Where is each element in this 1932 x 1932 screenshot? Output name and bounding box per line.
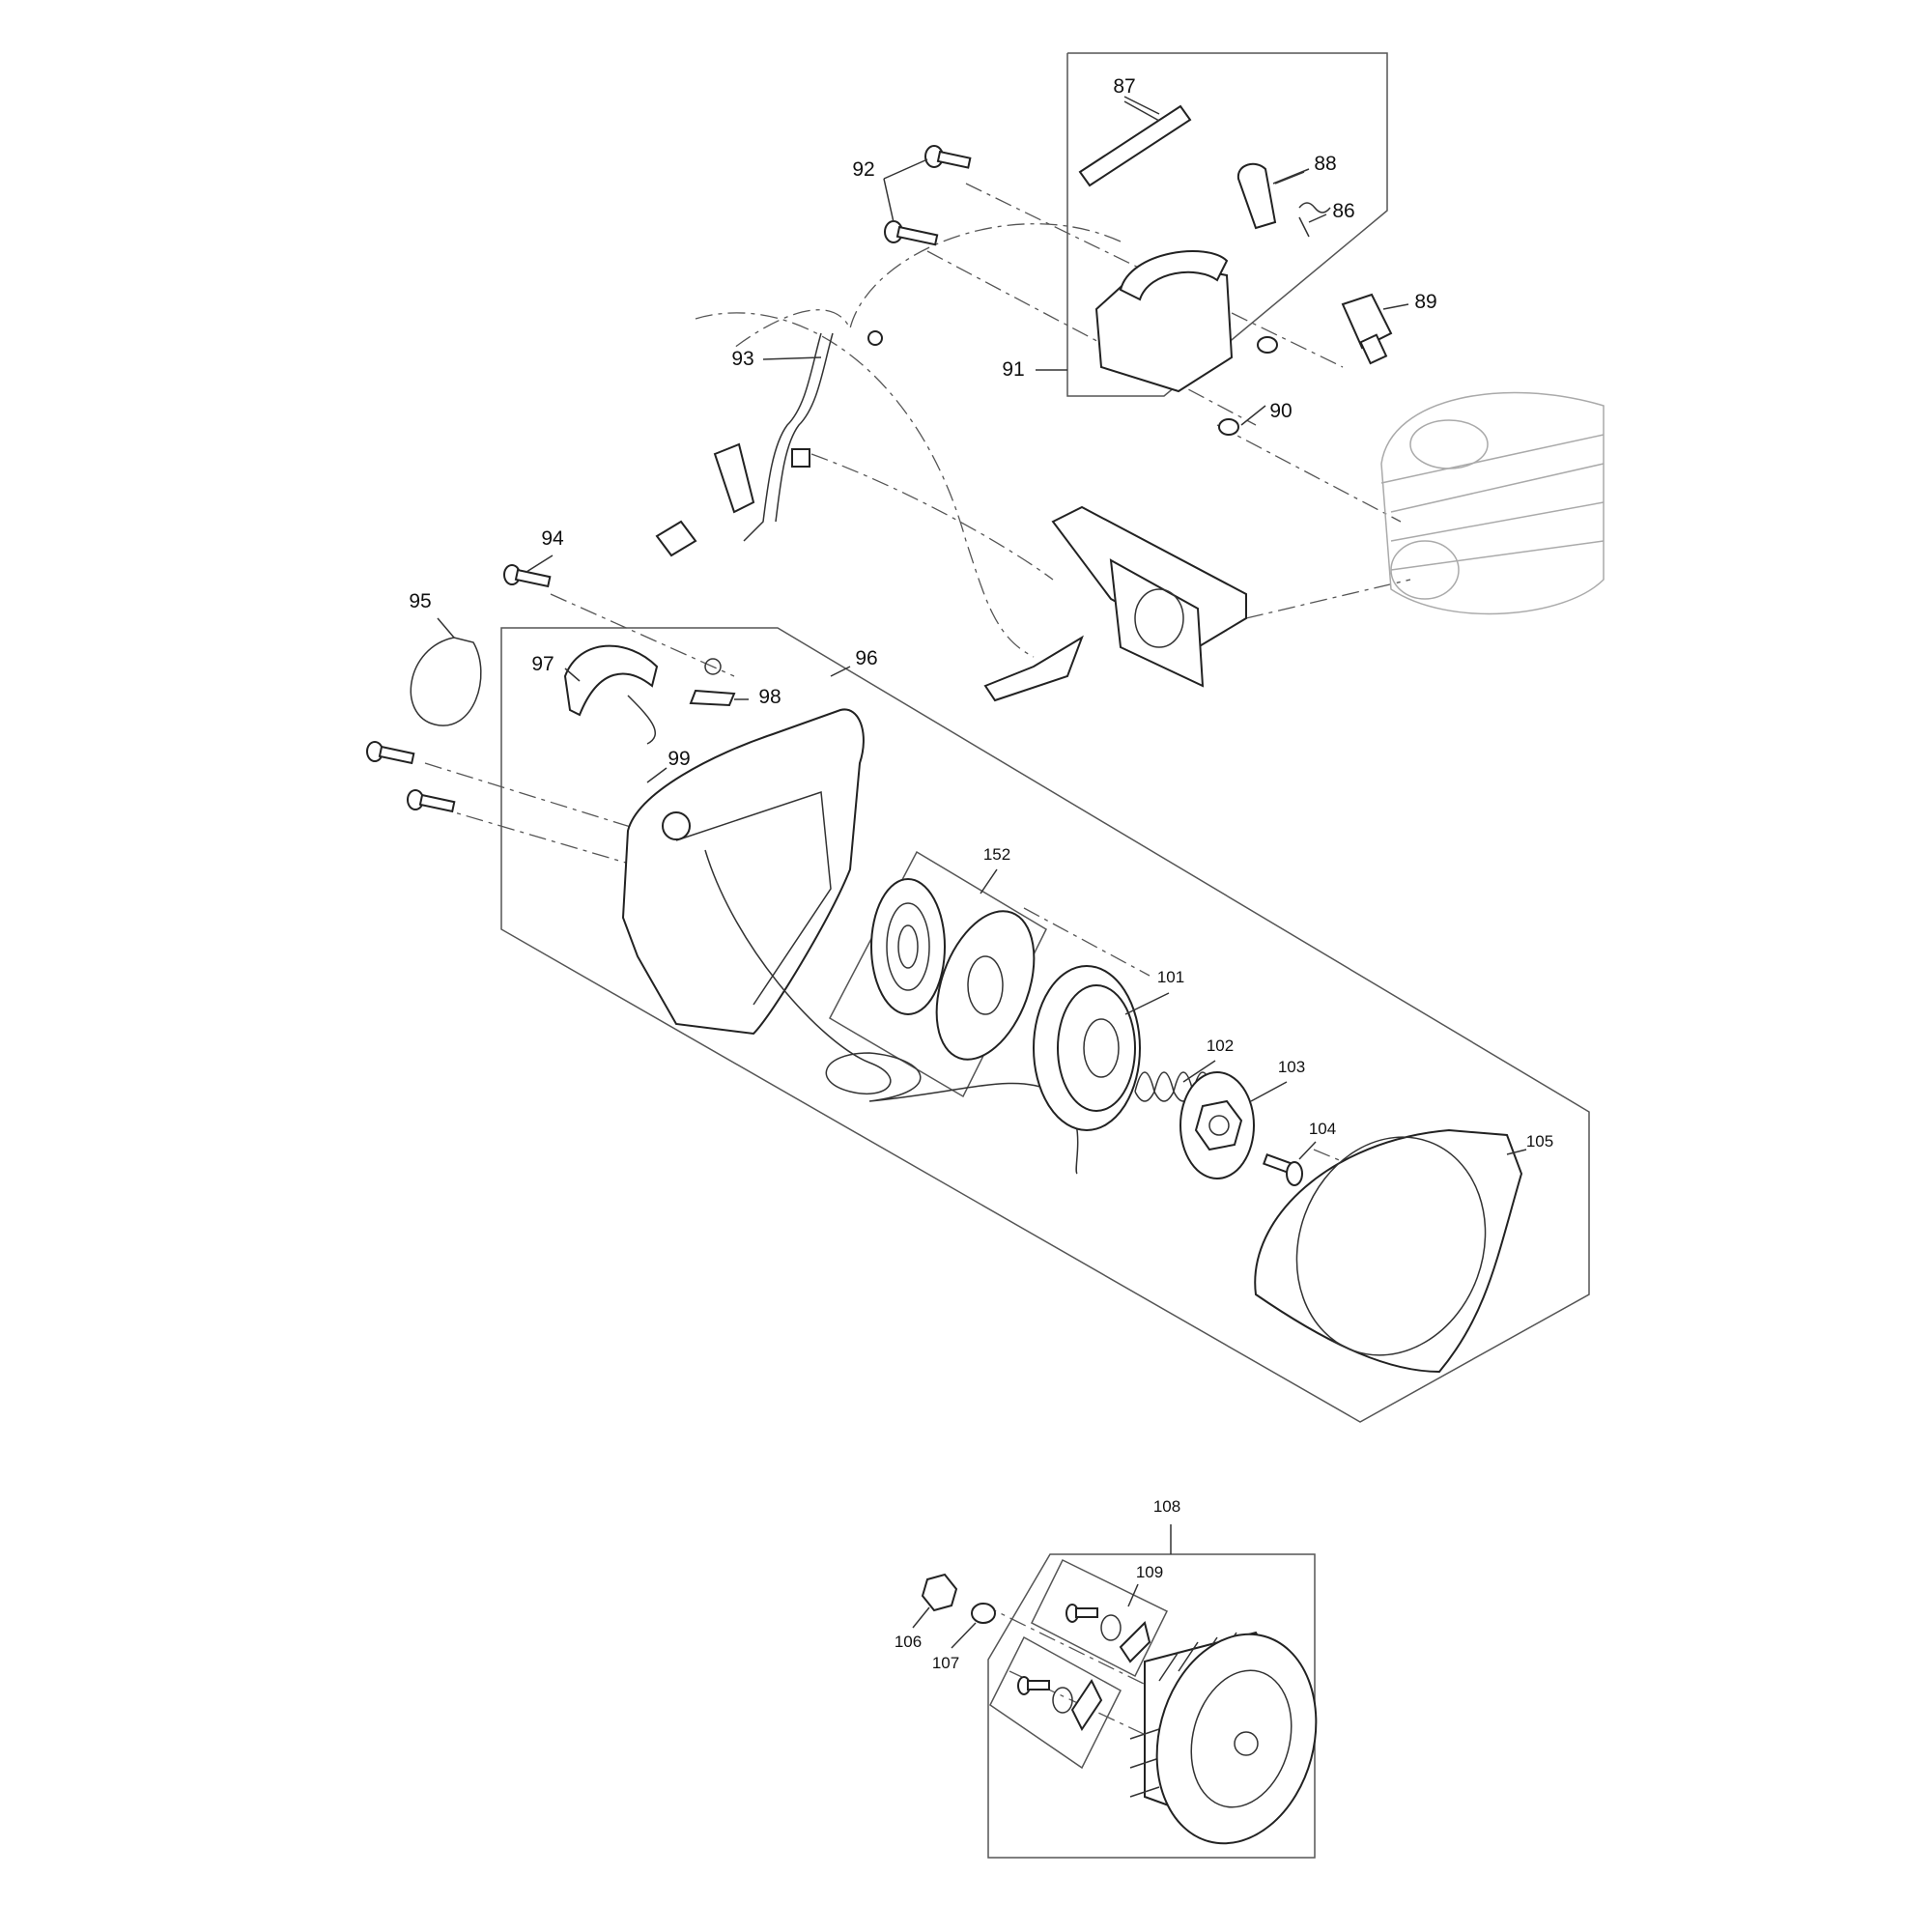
leader-lines (437, 100, 1527, 1649)
callout-105: 105 (1525, 1132, 1554, 1151)
plug-cap-88-part (1236, 162, 1277, 230)
cover-screws-part (366, 741, 456, 813)
callout-95: 95 (409, 590, 432, 612)
spring-group-box (829, 850, 1047, 1098)
callout-104: 104 (1308, 1120, 1337, 1138)
callout-90: 90 (1269, 400, 1293, 422)
mounting-bracket-part (983, 505, 1247, 702)
callout-152: 152 (982, 845, 1011, 864)
callout-88: 88 (1314, 153, 1337, 175)
starter-handle-97-part (563, 644, 659, 717)
callout-92: 92 (852, 158, 875, 181)
callout-87: 87 (1113, 75, 1136, 98)
spring-86-part (1298, 202, 1331, 238)
ignition-coil-91-part (1094, 250, 1234, 393)
pawls-109-part (1017, 1604, 1151, 1731)
callout-89: 89 (1414, 291, 1437, 313)
nut-106-part (921, 1573, 958, 1612)
washer-107-part (971, 1603, 996, 1624)
pawl-box-upper (1031, 1558, 1169, 1678)
callout-96: 96 (855, 647, 878, 669)
callout-102: 102 (1206, 1037, 1235, 1055)
callout-99: 99 (668, 748, 691, 770)
cover-plate-95-part (410, 637, 482, 726)
washer-90-part (1257, 336, 1278, 354)
flywheel-group-box (987, 1553, 1316, 1859)
callout-98: 98 (758, 686, 781, 708)
rope-pulley-101-part (1033, 965, 1141, 1131)
screw-104-part (1263, 1153, 1303, 1186)
callout-91: 91 (1002, 358, 1025, 381)
pawl-box-lower (989, 1635, 1122, 1770)
callout-108: 108 (1152, 1497, 1181, 1516)
starter-housing-96-part (621, 708, 865, 1036)
callout-97: 97 (531, 653, 554, 675)
callout-103: 103 (1277, 1058, 1306, 1076)
rod-87-part (1078, 96, 1192, 187)
callout-86: 86 (1332, 200, 1355, 222)
rope-guide-98-part (689, 689, 736, 707)
starter-group-box (500, 627, 1590, 1423)
flywheel-108-part (1129, 1631, 1318, 1845)
callout-101: 101 (1156, 968, 1185, 986)
callout-106: 106 (894, 1633, 923, 1651)
callout-107: 107 (931, 1654, 960, 1672)
recoil-spring-152-part (870, 878, 1036, 1061)
screws-92-part (884, 145, 972, 246)
spark-plug-89-part (1341, 293, 1393, 365)
callout-109: 109 (1135, 1563, 1164, 1581)
ratchet-103-part (1179, 1071, 1255, 1179)
screw-94-part (503, 564, 552, 588)
ignition-group-box (1066, 52, 1388, 397)
cylinder-ghost (1380, 391, 1605, 615)
fan-guide-105-part (1254, 1128, 1523, 1374)
stop-switch-93-part (655, 330, 883, 557)
callout-94: 94 (541, 527, 564, 550)
callout-93: 93 (731, 348, 754, 370)
